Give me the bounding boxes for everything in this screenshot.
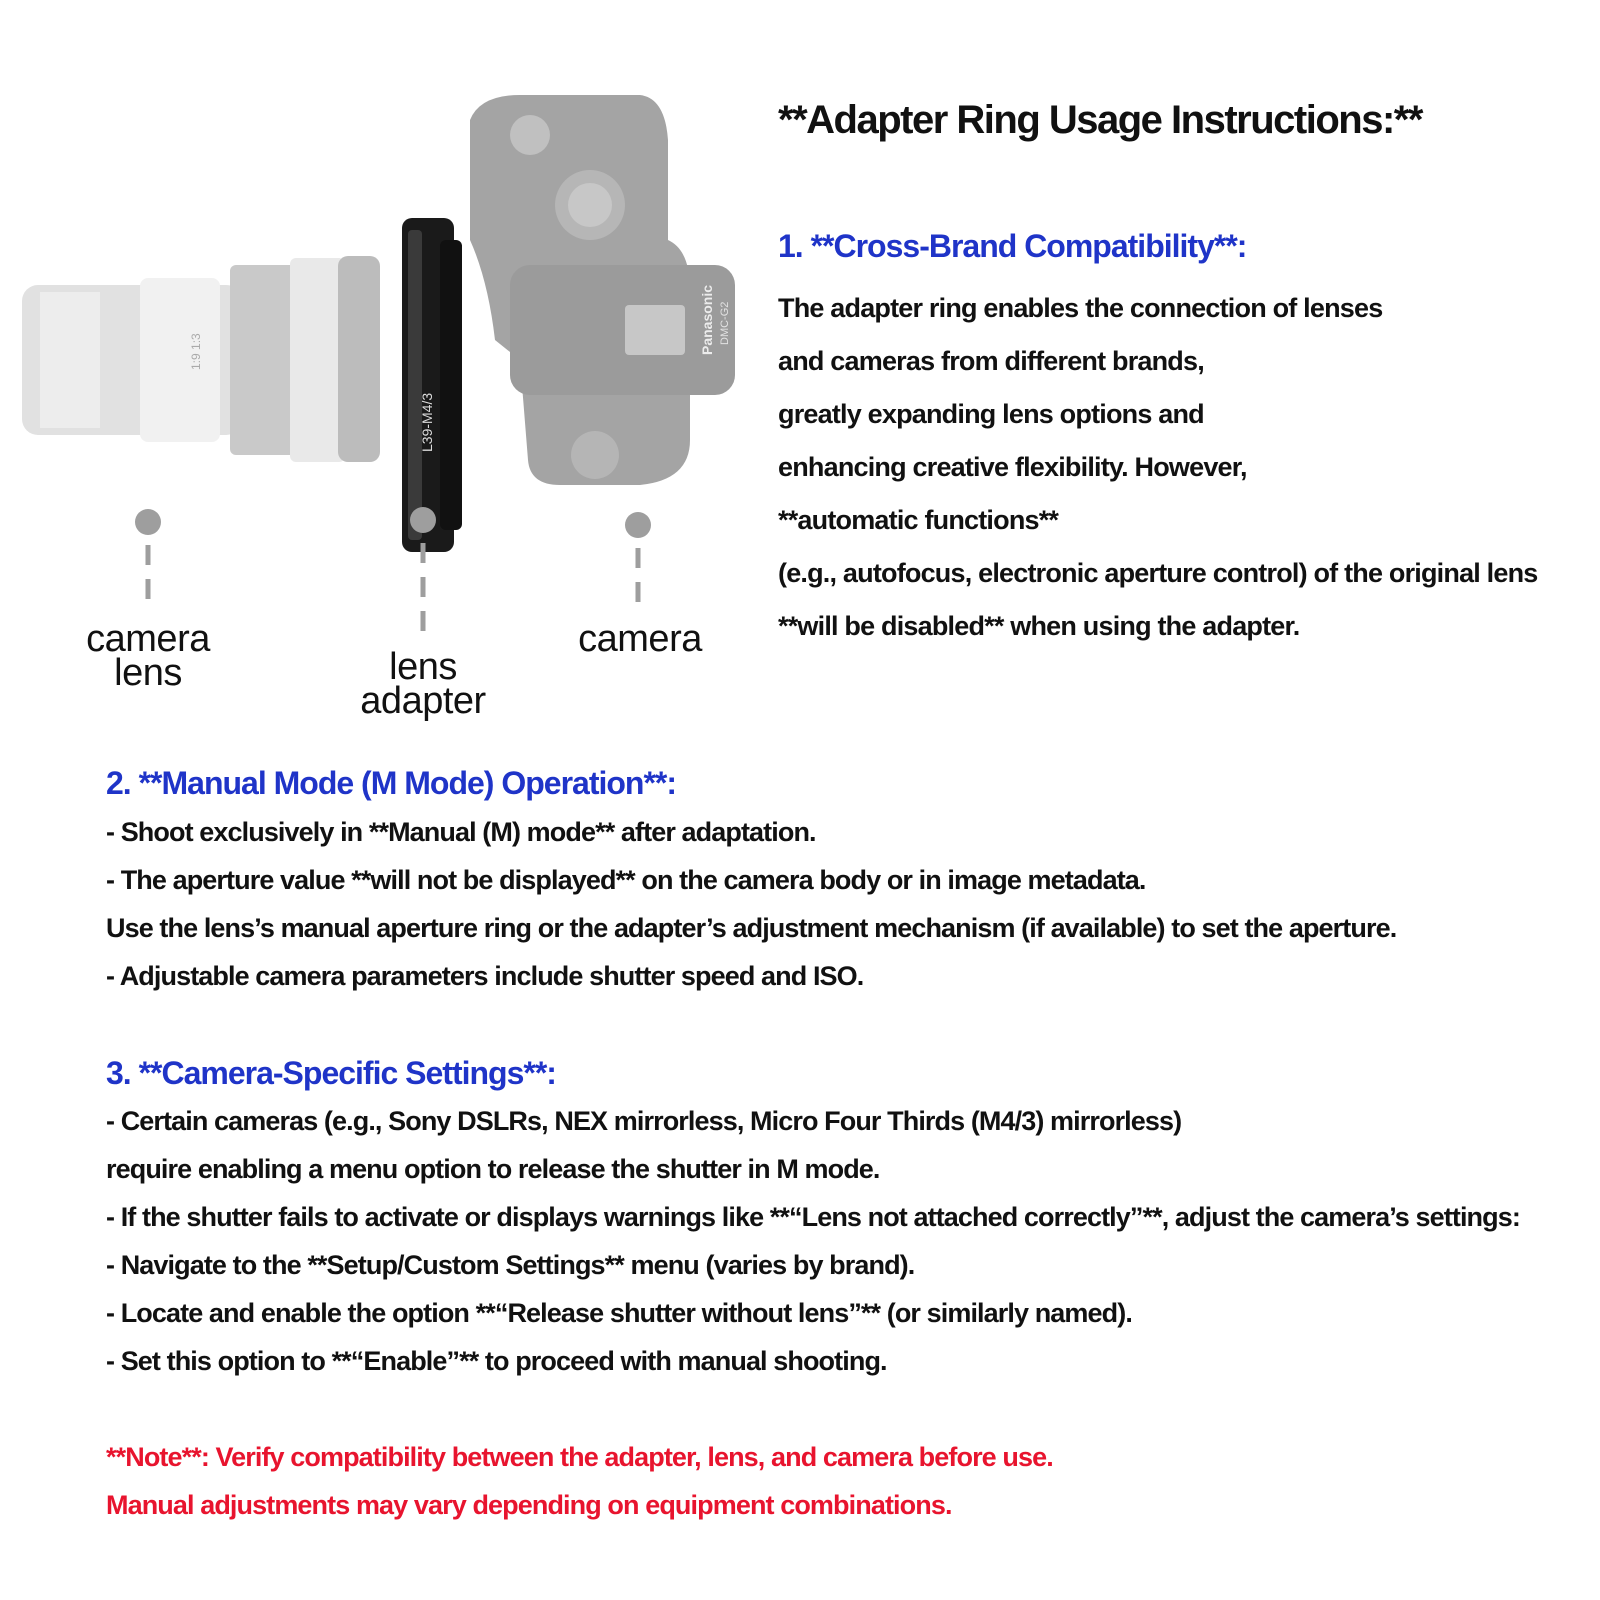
section1-body: The adapter ring enables the connection … — [778, 282, 1578, 653]
product-illustration: 1:9 1:3 L39-M4/3 Panasonic DMC-G2 — [0, 80, 760, 740]
section1-line: **will be disabled** when using the adap… — [778, 611, 1300, 641]
lens-adapter-ring-image: L39-M4/3 — [402, 218, 462, 552]
section3-line: - Locate and enable the option **“Releas… — [106, 1298, 1133, 1328]
section3-line: - Navigate to the **Setup/Custom Setting… — [106, 1250, 915, 1280]
camera-body-image: Panasonic DMC-G2 — [470, 95, 735, 485]
section2-line: - Adjustable camera parameters include s… — [106, 961, 864, 991]
callout-lens-adapter-marker — [410, 507, 436, 636]
lens-adapter-camera-diagram: 1:9 1:3 L39-M4/3 Panasonic DMC-G2 — [22, 95, 735, 636]
adapter-engraving: L39-M4/3 — [419, 393, 435, 452]
section2-line: - Shoot exclusively in **Manual (M) mode… — [106, 817, 817, 847]
section2-body: - Shoot exclusively in **Manual (M) mode… — [106, 808, 1397, 1000]
section1-line: and cameras from different brands, — [778, 346, 1205, 376]
section1-line: **automatic functions** — [778, 505, 1059, 535]
section3-heading: 3. **Camera-Specific Settings**: — [106, 1055, 557, 1091]
section3-line: - Set this option to **“Enable”** to pro… — [106, 1346, 888, 1376]
section2-line: Use the lens’s manual aperture ring or t… — [106, 913, 1397, 943]
section3-line: - If the shutter fails to activate or di… — [106, 1202, 1521, 1232]
section1-line: The adapter ring enables the connection … — [778, 293, 1383, 323]
section2-heading: 2. **Manual Mode (M Mode) Operation**: — [106, 765, 677, 801]
page-title: **Adapter Ring Usage Instructions:** — [778, 98, 1423, 142]
camera-lens-image: 1:9 1:3 — [22, 256, 380, 462]
section3-body: - Certain cameras (e.g., Sony DSLRs, NEX… — [106, 1097, 1521, 1385]
label-camera: camera — [578, 618, 702, 660]
section1-line: (e.g., autofocus, electronic aperture co… — [778, 558, 1538, 588]
section3-line: - Certain cameras (e.g., Sony DSLRs, NEX… — [106, 1106, 1182, 1136]
label-camera-lens: camera lens — [86, 618, 210, 694]
note-line: Manual adjustments may vary depending on… — [106, 1490, 952, 1520]
section3-line: require enabling a menu option to releas… — [106, 1154, 880, 1184]
label-lens-adapter: lens adapter — [360, 646, 486, 722]
section1-heading: 1. **Cross-Brand Compatibility**: — [778, 228, 1247, 264]
camera-model-text: DMC-G2 — [719, 302, 731, 345]
note-block: **Note**: Verify compatibility between t… — [106, 1433, 1054, 1529]
note-line: **Note**: Verify compatibility between t… — [106, 1442, 1054, 1472]
svg-text:1:9 1:3: 1:9 1:3 — [189, 333, 203, 370]
section1-line: enhancing creative flexibility. However, — [778, 452, 1247, 482]
callout-camera-lens-marker — [135, 509, 161, 608]
callout-camera-marker — [625, 512, 651, 608]
section2-line: - The aperture value **will not be displ… — [106, 865, 1146, 895]
camera-brand-text: Panasonic — [699, 285, 715, 355]
section1-line: greatly expanding lens options and — [778, 399, 1205, 429]
